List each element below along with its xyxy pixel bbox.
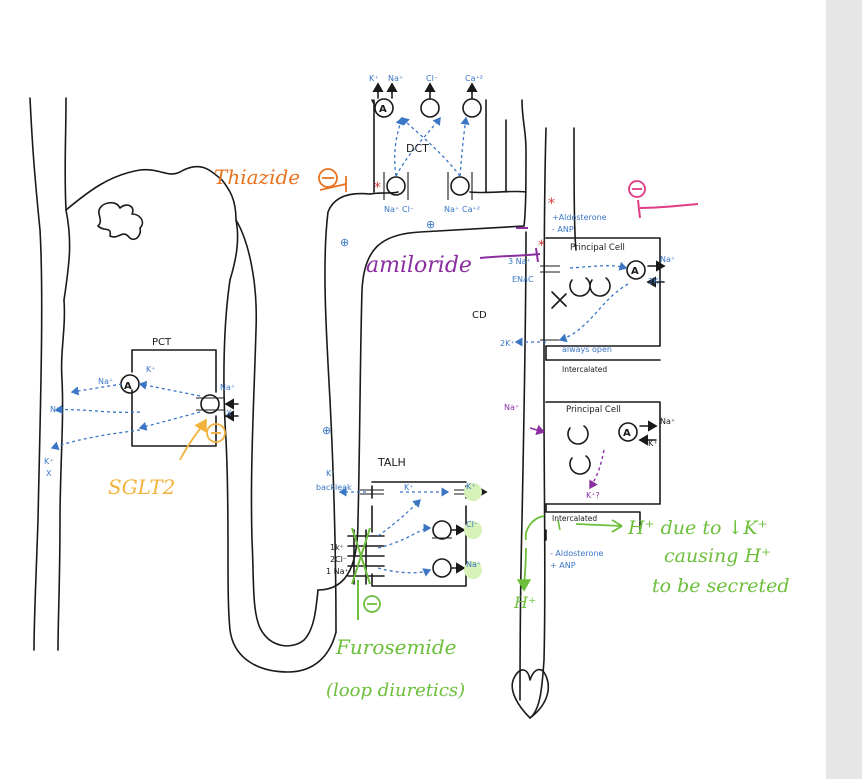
plus-icon-1: ⊕ [340, 236, 349, 249]
dct-cell [371, 82, 487, 200]
pct-x-blood: X [46, 469, 52, 478]
dct-cl-bottom: Cl⁻ [402, 205, 414, 214]
nephron-outline [29, 97, 577, 719]
always-open-label: always open [562, 345, 612, 354]
cd-left-outer [519, 231, 527, 701]
talh-1na-label: 1 Na⁺ [326, 567, 349, 576]
principal-cell-2 [529, 401, 661, 541]
furosemide-label: Furosemide [335, 635, 456, 659]
plus-icon-2: ⊕ [426, 218, 435, 231]
h-due-line1: H⁺ due to ↓K⁺ [627, 517, 768, 539]
cd-drop [511, 668, 550, 719]
dct-ca-label: Ca⁺² [465, 74, 483, 83]
dct-asterisk-1: * [374, 180, 381, 196]
plus-icon-3: ⊕ [322, 424, 331, 437]
anp-minus-label: - ANP [552, 225, 574, 234]
dct-na-label: Na⁺ [388, 74, 403, 83]
principal-cell-label: Principal Cell [570, 243, 625, 253]
dct-cl-label: Cl⁻ [426, 74, 438, 83]
pct-k-blood: K⁺ [44, 457, 53, 466]
principal-cell-2-label: Principal Cell [566, 405, 621, 415]
loop-left-wall [324, 192, 371, 633]
aldo-plus-label: +Aldosterone [552, 213, 607, 222]
structure-labels: PCT DCT TALH CD Principal Cell Principal… [152, 142, 625, 523]
sglt2-inhibit-icon [206, 423, 226, 443]
dct-pump-icon: A [379, 104, 387, 115]
sglt2-label: SGLT2 [108, 475, 175, 499]
loop-diuretics-label: (loop diuretics) [326, 680, 465, 701]
pc2-k-in: K⁺ [648, 439, 657, 448]
dct-top-left [369, 191, 399, 195]
pc1-2k-in: 2K⁺ [648, 277, 663, 286]
handwritten-annotations: Thiazide amiloride SGLT2 Furosemide (loo… [108, 165, 790, 701]
dct-top-right [469, 190, 527, 194]
pct-pump-icon: A [124, 381, 132, 392]
intercalated-2-label: Intercalated [552, 514, 597, 523]
talh-1k-label: 1k⁺ [330, 543, 344, 552]
talh-cl-out: Cl⁻ [466, 520, 478, 529]
pc1-pump-icon: A [631, 266, 639, 277]
glomerulus [57, 299, 66, 651]
three-na-label: 3 Na⁺ [508, 257, 531, 266]
annotation-strokes: * * * [179, 168, 699, 620]
pct-left-wall-inner [63, 97, 71, 301]
aldosterone-inhibit-icon [628, 180, 646, 198]
talh-na-out: Na⁺ [466, 560, 481, 569]
right-scrollbar-gutter[interactable] [826, 0, 862, 779]
dct-na-bottom: Na⁺ [384, 205, 399, 214]
pct-na-blood: Na⁺ [50, 405, 65, 414]
pct-x: X [226, 409, 232, 418]
dct-na-bottom-2: Na⁺ [444, 205, 459, 214]
pct-na-pump: Na⁺ [98, 377, 113, 386]
intercalated-label: Intercalated [562, 365, 607, 374]
thiazide-inhibit-icon [318, 168, 338, 188]
bowman-capsule [65, 165, 239, 281]
anp-plus-label: + ANP [550, 561, 576, 570]
cd-left-wall [529, 127, 547, 719]
pc2-na-out: Na⁺ [660, 417, 675, 426]
dct-k-label: K⁺ [369, 74, 378, 83]
pct-right-wall [223, 279, 337, 673]
cd-asterisk-2: * [538, 238, 545, 254]
cd-right-wall [573, 127, 577, 251]
pc1-na-out: Na⁺ [660, 255, 675, 264]
thiazide-label: Thiazide [214, 165, 300, 189]
talh-2cl-label: 2Cl⁻ [330, 555, 347, 564]
aldo-minus-label: - Aldosterone [550, 549, 603, 558]
cd-label: CD [472, 310, 487, 321]
pct-inner-wall [235, 219, 319, 647]
enac-label: ENaC [512, 275, 534, 284]
pct-label: PCT [152, 337, 172, 348]
talh-k-out: K⁺ [466, 482, 475, 491]
pct-left-wall [29, 97, 43, 651]
dct-ca-bottom: Ca⁺² [462, 205, 480, 214]
cd-asterisk-1: * [548, 196, 555, 212]
backleak-label: backleak [316, 483, 352, 492]
furosemide-inhibit-icon [363, 595, 381, 613]
amiloride-label: amiloride [366, 253, 472, 278]
ion-labels: K⁺ Na⁺ Cl⁻ Ca⁺² Na⁺ Cl⁻ Na⁺ Ca⁺² Na⁺ K⁺ … [44, 74, 675, 576]
talh-k-mid: K⁺ [404, 483, 413, 492]
pc2-k-question: K⁺? [586, 491, 600, 500]
h-plus-label: H⁺ [513, 593, 536, 612]
pct-cell [50, 349, 239, 451]
talh-label: TALH [377, 456, 406, 469]
h-due-line2: causing H⁺ [664, 545, 771, 567]
principal-cell-1 [514, 237, 666, 361]
pc2-na-label: Na⁺ [504, 403, 519, 412]
pc2-pump-icon: A [623, 428, 631, 439]
dct-tube-right [521, 99, 527, 227]
two-k-label: 2K⁺ [500, 339, 515, 348]
pct-k: K⁺ [146, 365, 155, 374]
talh-k-blood: K⁺ [326, 469, 335, 478]
glomerulus-tuft [97, 201, 144, 241]
pct-na-lumen: Na⁺ [220, 383, 235, 392]
h-due-line3: to be secreted [652, 575, 790, 597]
dct-label: DCT [406, 142, 429, 155]
